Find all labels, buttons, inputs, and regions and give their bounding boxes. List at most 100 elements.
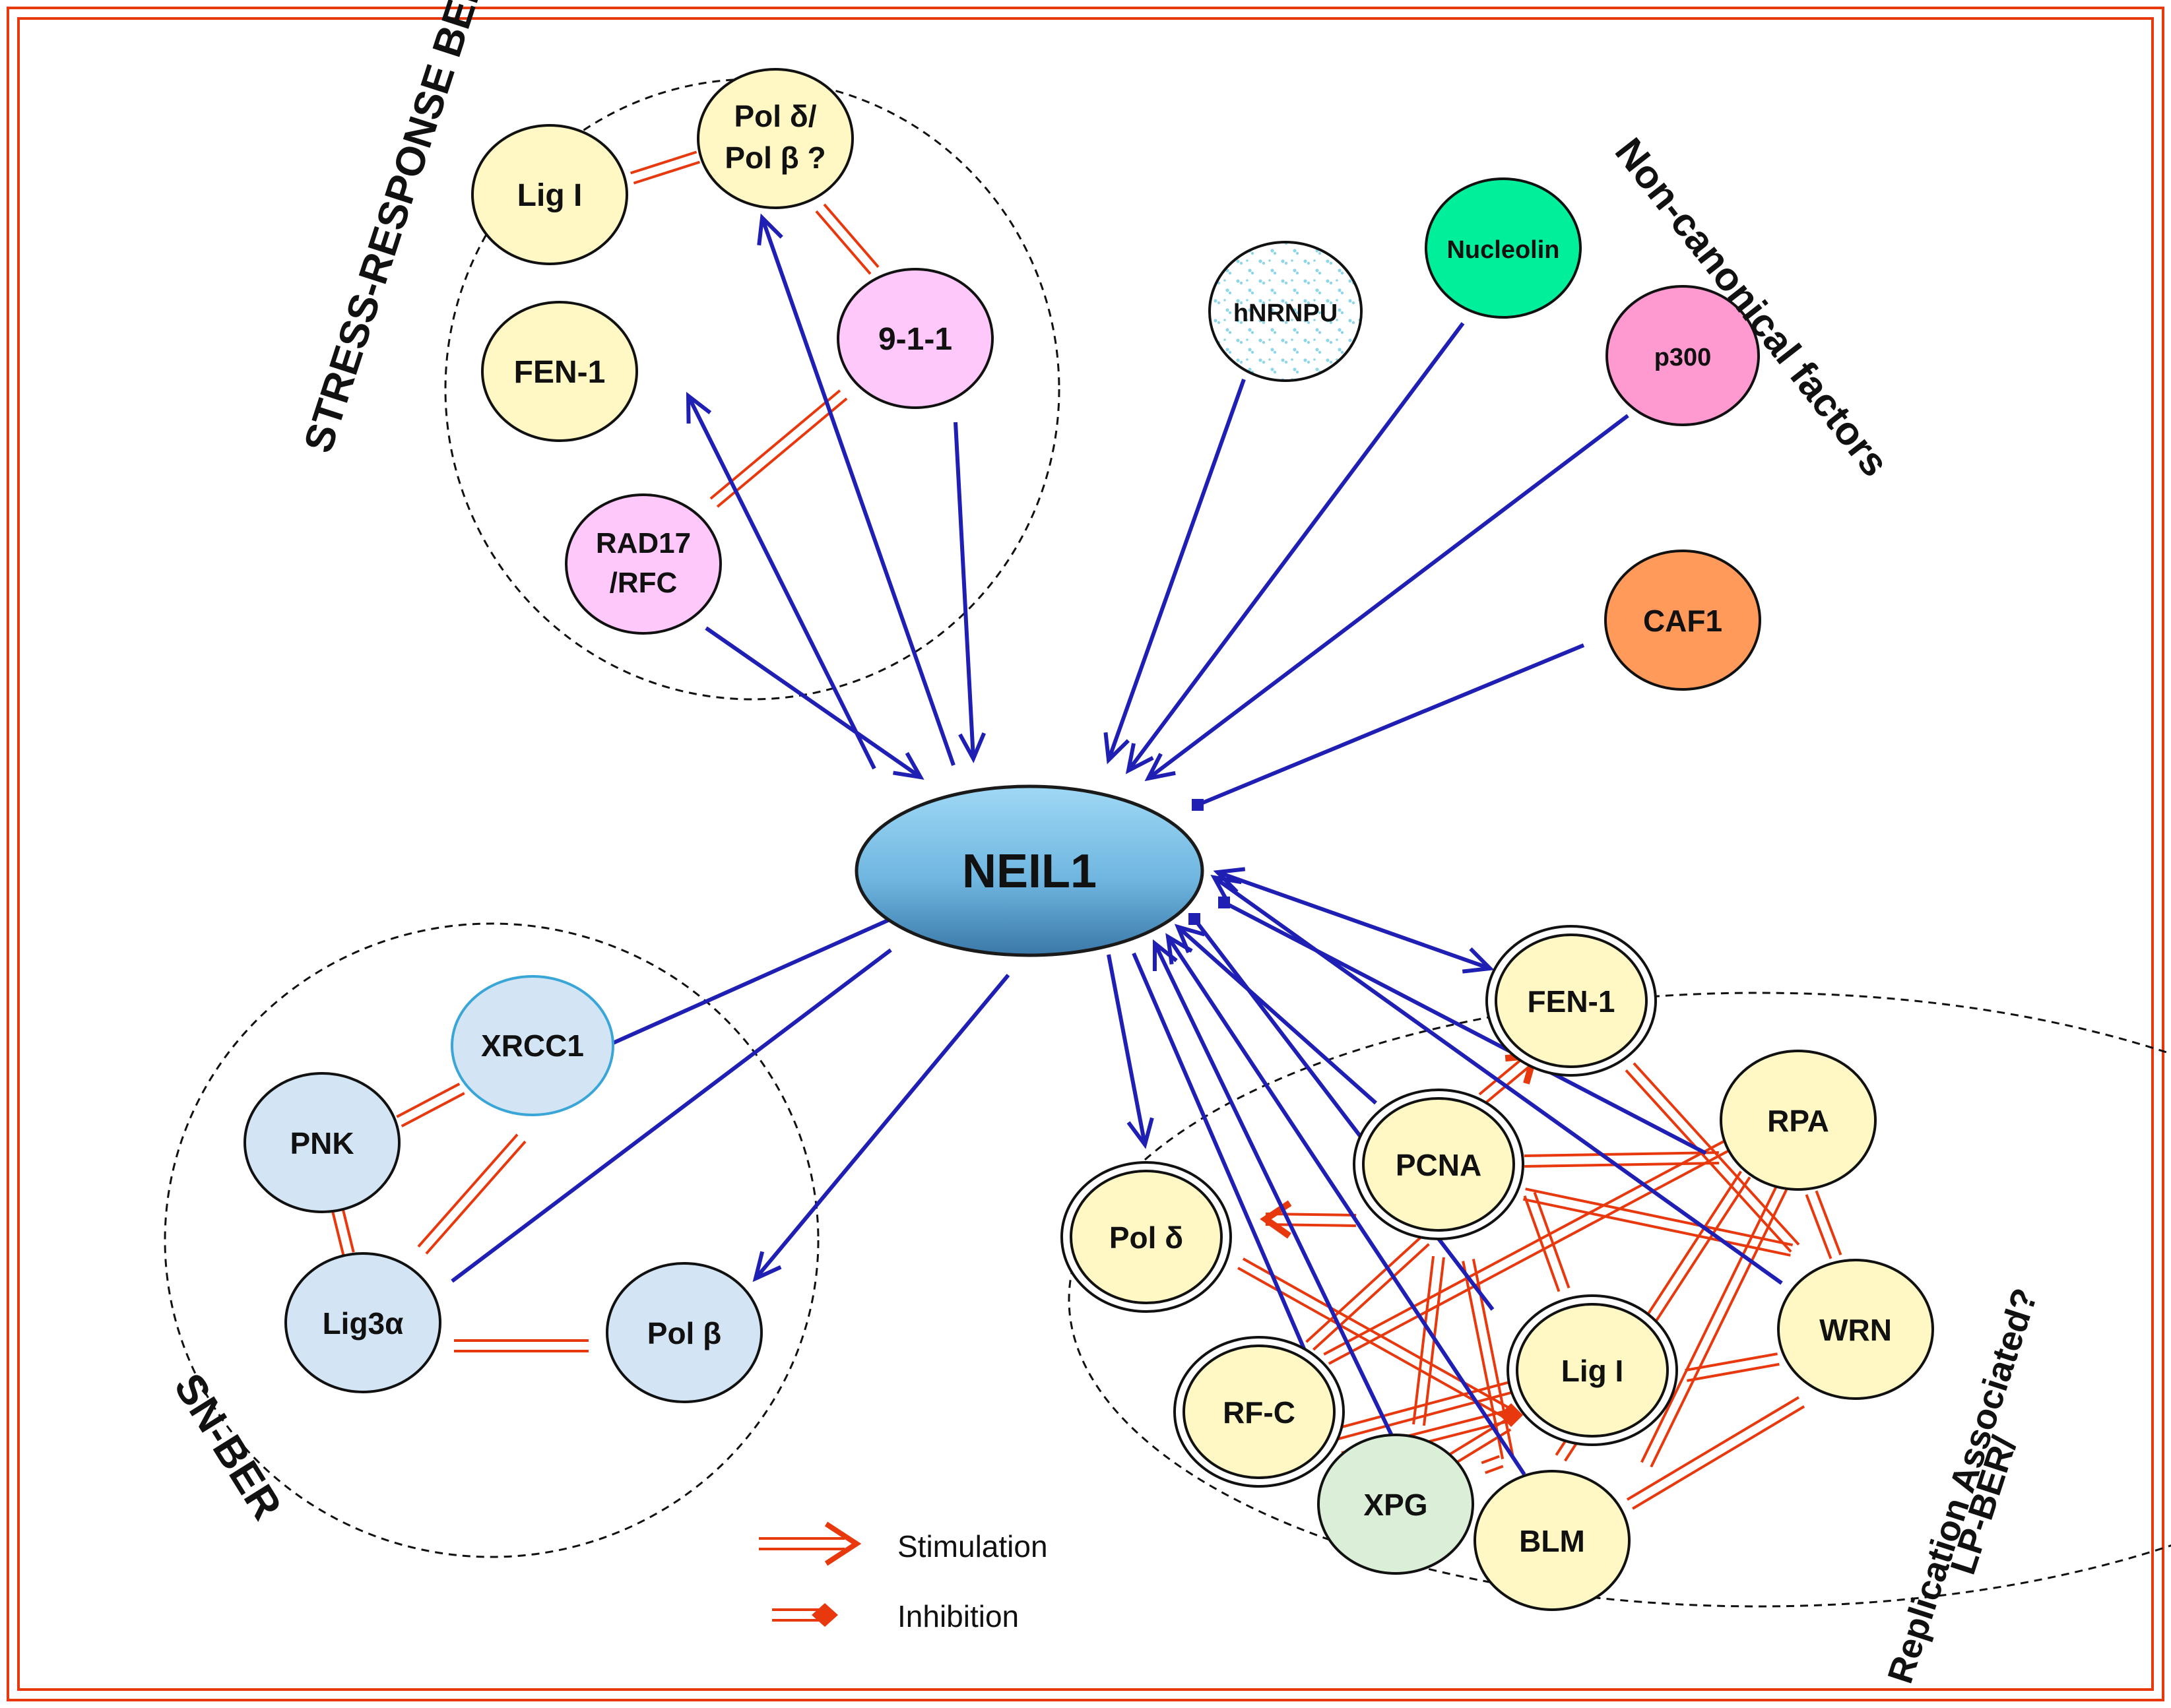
svg-text:/RFC: /RFC: [610, 567, 678, 599]
crosstalk-line: [633, 160, 701, 185]
interaction-arrowhead: [1144, 753, 1176, 782]
node-caf1: CAF1: [1604, 550, 1761, 691]
svg-text:XRCC1: XRCC1: [481, 1028, 584, 1063]
interaction-line: [754, 974, 1010, 1280]
interaction-line: [1107, 378, 1246, 761]
crosstalk-line: [417, 1133, 519, 1248]
svg-text:p300: p300: [1654, 344, 1712, 371]
svg-text:PCNA: PCNA: [1396, 1148, 1481, 1182]
legend-stimulation-label: Stimulation: [897, 1529, 1048, 1564]
interaction-line: [1107, 954, 1147, 1145]
crosstalk-line: [1331, 1379, 1517, 1432]
node-stress-lig-i: Lig I: [471, 124, 628, 265]
group-label-stress-response-ber: STRESS-RESPONSE BER: [296, 0, 494, 458]
interaction-line: [606, 915, 897, 1048]
crosstalk-line: [1265, 1222, 1356, 1227]
svg-text:XPG: XPG: [1363, 1488, 1427, 1522]
legend-inhibition-label: Inhibition: [897, 1599, 1019, 1633]
svg-text:CAF1: CAF1: [1643, 604, 1722, 638]
crosstalk-line: [1523, 1195, 1561, 1292]
interaction-arrowhead: [752, 1251, 782, 1282]
crosstalk-line: [1524, 1161, 1720, 1168]
node-pnk: PNK: [243, 1072, 401, 1213]
neil1-label: NEIL1: [962, 845, 1097, 898]
interaction-line: [451, 948, 892, 1283]
svg-text:Lig3α: Lig3α: [323, 1306, 404, 1341]
interaction-line: [686, 395, 876, 770]
svg-text:FEN-1: FEN-1: [1528, 984, 1615, 1019]
svg-text:PNK: PNK: [290, 1126, 354, 1160]
svg-text:hNRNPU: hNRNPU: [1233, 300, 1338, 327]
crosstalk-line: [396, 1083, 461, 1118]
svg-text:RPA: RPA: [1767, 1104, 1829, 1138]
interaction-line: [1217, 870, 1491, 970]
crosstalk-line: [1323, 1139, 1728, 1356]
interaction-arrowhead: [1213, 867, 1246, 893]
interaction-line: [954, 422, 975, 759]
crosstalk-line: [1685, 1352, 1778, 1372]
svg-text:Lig I: Lig I: [517, 178, 583, 213]
interaction-endpoint: [1188, 913, 1200, 925]
crosstalk-line: [1481, 1455, 1500, 1465]
sn-ber-group-region: [164, 922, 820, 1558]
svg-text:WRN: WRN: [1819, 1313, 1892, 1347]
svg-text:Lig I: Lig I: [1561, 1354, 1624, 1388]
crosstalk-line: [1815, 1190, 1842, 1255]
crosstalk-line: [1444, 1419, 1506, 1458]
interaction-line: [1213, 875, 1783, 1285]
interaction-arrowhead: [1210, 874, 1242, 903]
crosstalk-line: [401, 1092, 465, 1127]
crosstalk-line: [1242, 1257, 1514, 1412]
outer-frame: [7, 7, 2164, 1701]
crosstalk-line: [1266, 1213, 1357, 1217]
interaction-links: [451, 213, 1783, 1476]
crosstalk-line: [1524, 1151, 1719, 1158]
crosstalk-line: [1305, 1235, 1423, 1343]
interaction-endpoint: [1192, 799, 1204, 811]
node-stress-fen-1: FEN-1: [481, 301, 638, 442]
crosstalk-line: [1533, 1191, 1571, 1288]
crosstalk-line: [1312, 1243, 1430, 1351]
group-label-sn-ber: SN-BER: [165, 1365, 291, 1527]
svg-text:Pol β: Pol β: [647, 1316, 721, 1350]
node-nucleolin: Nucleolin: [1425, 177, 1582, 319]
interaction-line: [1196, 643, 1585, 807]
node-wrn: WRN: [1777, 1259, 1934, 1400]
interaction-arrowhead: [958, 732, 987, 763]
interaction-arrowhead: [1126, 1117, 1154, 1149]
node-lp-pol-delta: Pol δ: [1060, 1161, 1232, 1313]
node-9-1-1: 9-1-1: [837, 268, 994, 409]
interaction-line: [1177, 925, 1377, 1105]
interaction-line: [1147, 414, 1629, 780]
svg-text:Pol δ/: Pol δ/: [734, 99, 816, 133]
crosstalk-line: [1412, 1255, 1435, 1425]
crosstalk-line: [331, 1211, 345, 1255]
interaction-arrowhead: [1125, 743, 1154, 775]
crosstalk-line: [1640, 1184, 1778, 1463]
interaction-arrowhead: [893, 751, 924, 780]
crosstalk-line: [1633, 1062, 1800, 1246]
crosstalk-line: [1650, 1189, 1788, 1468]
interaction-line: [1126, 322, 1465, 772]
inner-frame: [17, 17, 2154, 1691]
node-rad17-rfc: RAD17 /RFC: [565, 493, 722, 635]
svg-text:Nucleolin: Nucleolin: [1446, 236, 1559, 264]
crosstalk-line: [341, 1209, 355, 1253]
crosstalk-line: [716, 397, 848, 508]
crosstalk-line: [425, 1140, 527, 1255]
crosstalk-line: [1328, 1148, 1732, 1365]
crosstalk-links: [331, 150, 1842, 1510]
svg-text:Pol β ?: Pol β ?: [725, 141, 826, 175]
crosstalk-line: [823, 203, 880, 269]
crosstalk-line: [1626, 1396, 1799, 1501]
interaction-line: [705, 626, 922, 779]
interaction-arrowhead: [757, 213, 783, 246]
interaction-arrowhead: [1174, 924, 1206, 953]
interaction-line: [1132, 952, 1312, 1364]
node-rf-c: RF-C: [1173, 1336, 1345, 1488]
interaction-arrowhead: [1462, 947, 1495, 974]
neil1-ellipse: [855, 784, 1204, 957]
node-xpg: XPG: [1317, 1434, 1474, 1575]
node-hnrnpu: hNRNPU: [1208, 241, 1363, 382]
